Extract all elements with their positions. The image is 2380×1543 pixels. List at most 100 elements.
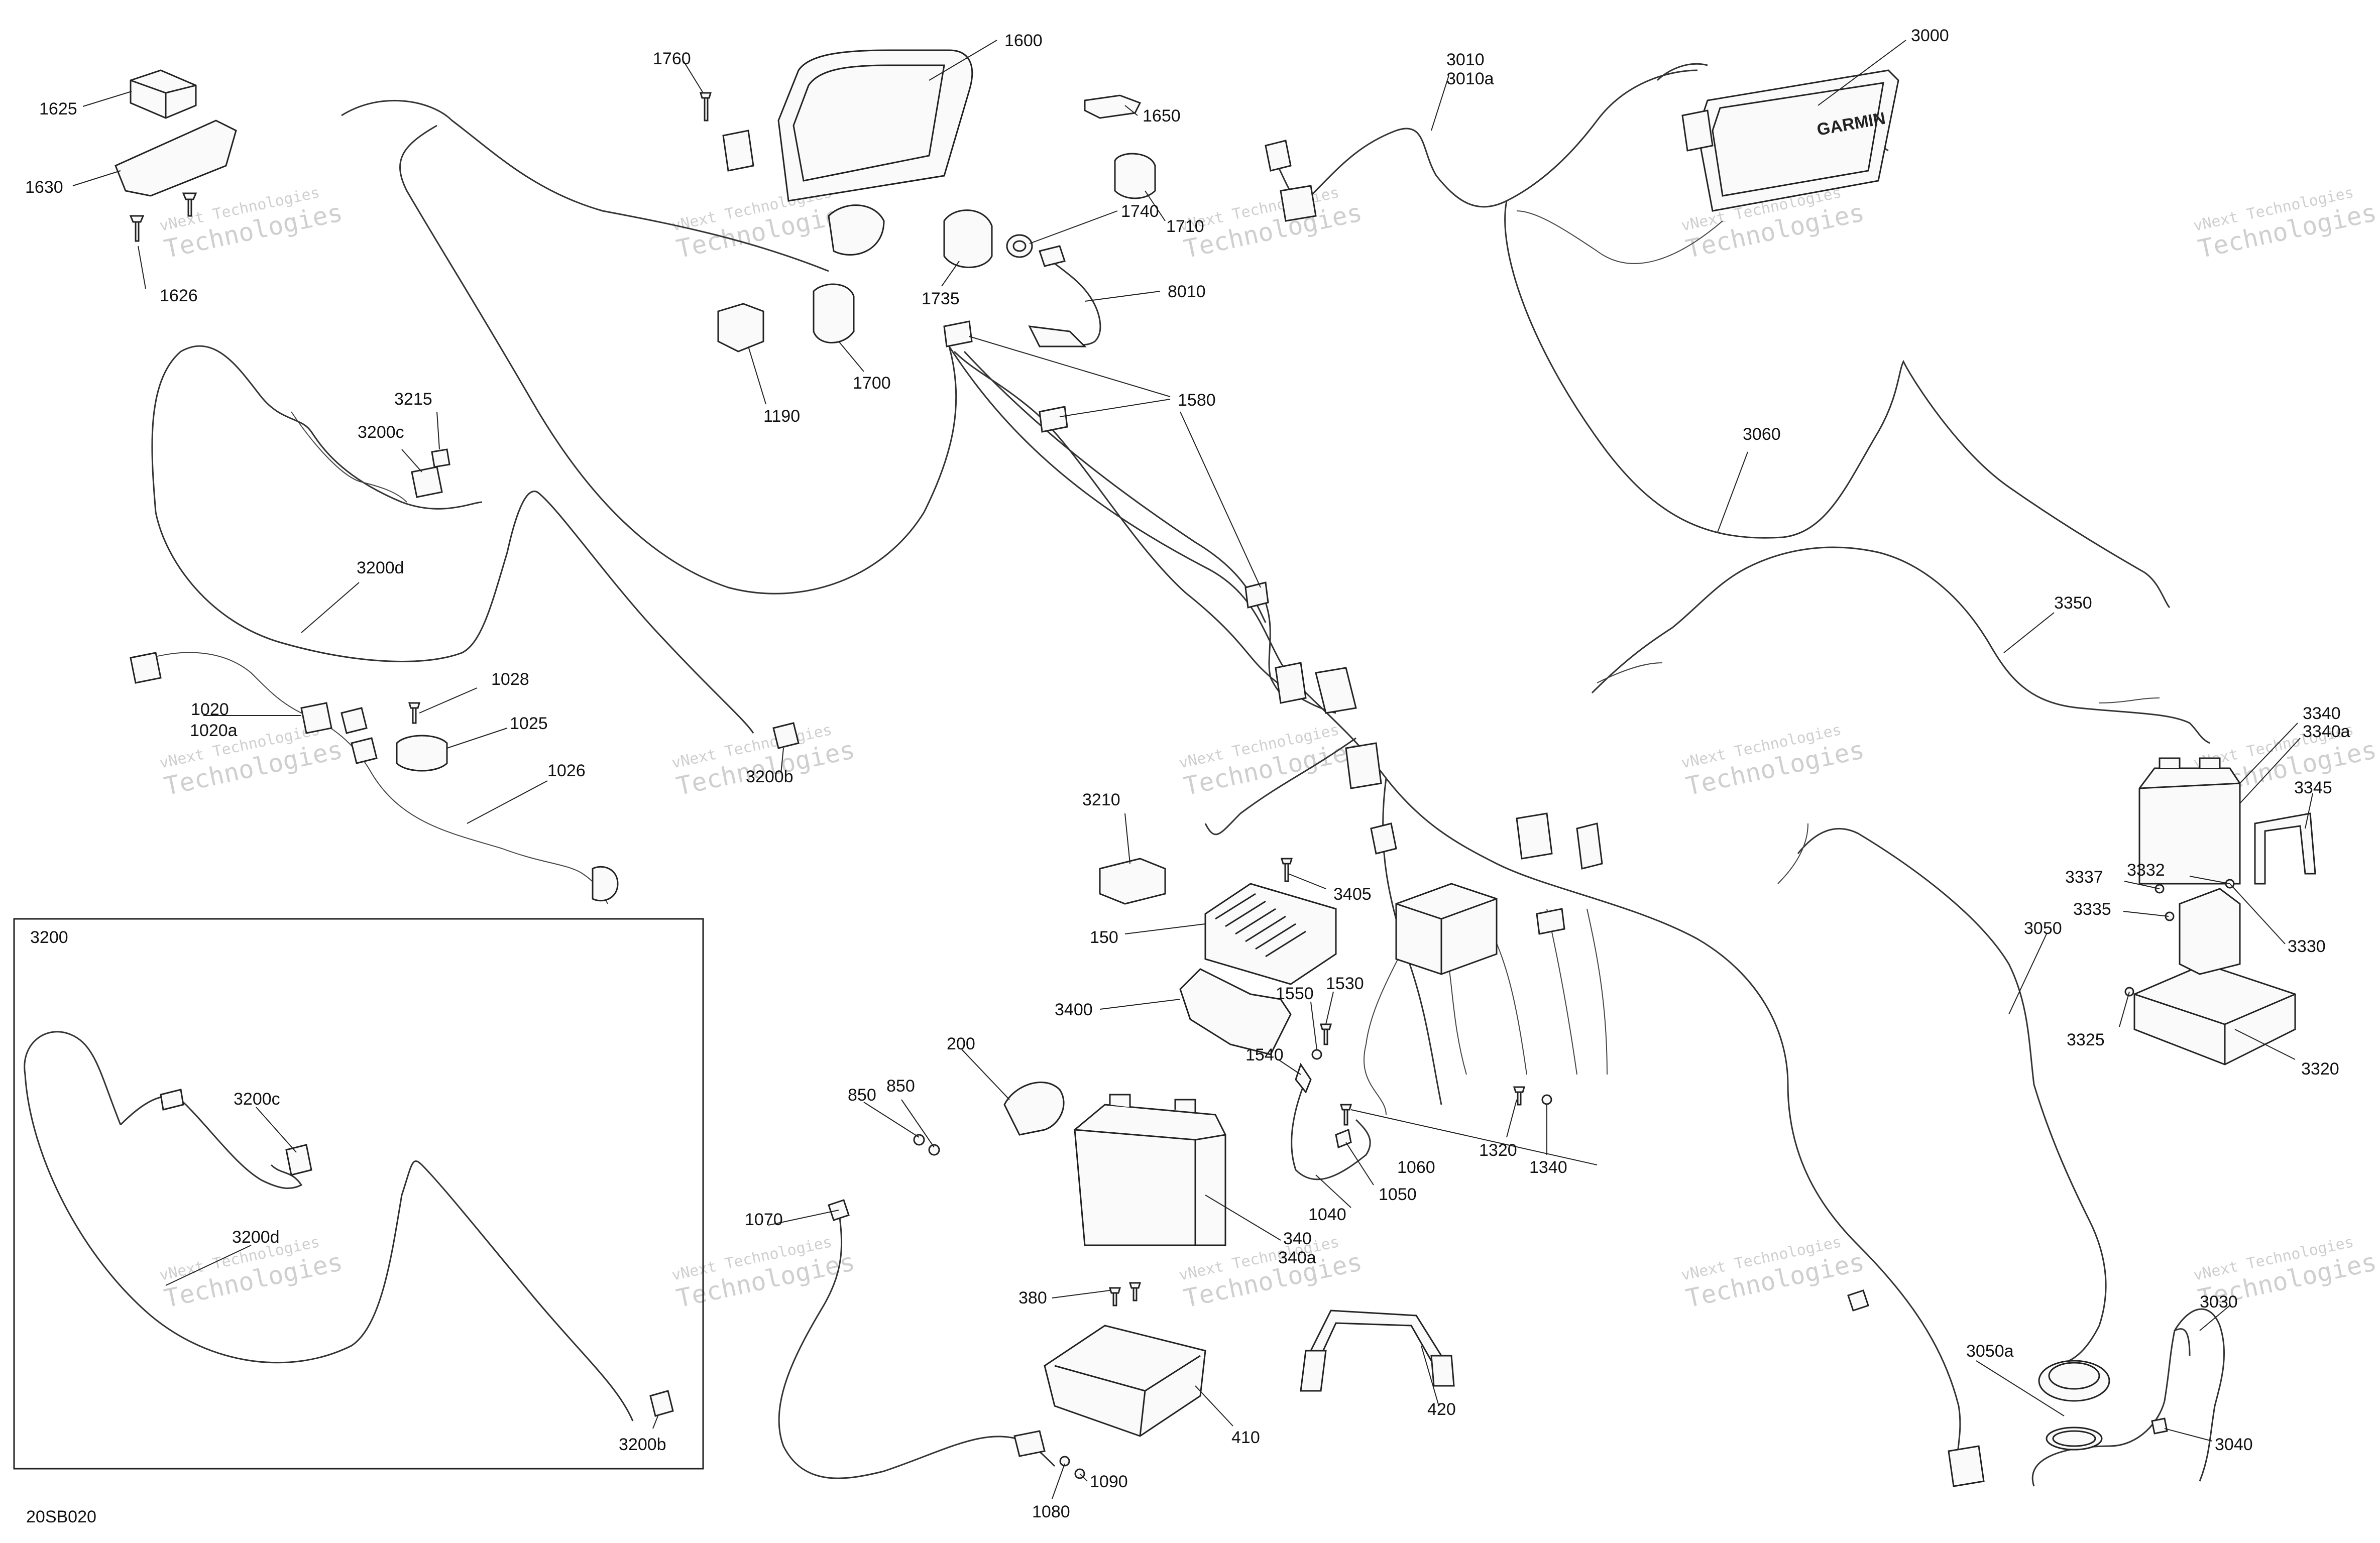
callout-3010a: 3010a (1446, 69, 1494, 88)
part-1626[interactable] (129, 192, 197, 242)
part-3200b[interactable] (772, 722, 800, 749)
part-340[interactable] (1074, 1094, 1226, 1246)
callout-1090: 1090 (1090, 1472, 1128, 1491)
inset-frame (13, 918, 704, 1470)
main-harness (341, 99, 957, 595)
part-connector[interactable] (722, 130, 885, 256)
part-1650[interactable] (1084, 94, 1142, 119)
part-1060[interactable] (1339, 1104, 1352, 1126)
part-1320[interactable] (1513, 1086, 1526, 1106)
part-3210[interactable] (1099, 858, 1166, 905)
part-3345[interactable] (2254, 812, 2316, 885)
part-1740[interactable] (1006, 234, 1033, 258)
callout-340a: 340a (1278, 1248, 1316, 1267)
part-8010[interactable] (1028, 245, 1087, 347)
watermark-layer: vNext Technologies Technologies vNext Te… (158, 184, 2379, 1314)
part-connector[interactable] (1275, 662, 1357, 714)
callout-3337: 3337 (2065, 868, 2103, 887)
part-200[interactable] (1003, 1082, 1065, 1136)
part-1340[interactable] (1541, 1094, 1552, 1105)
part-1630[interactable] (115, 120, 237, 197)
callout-3050a: 3050a (1966, 1342, 2014, 1361)
callout-3200b: 3200b (746, 767, 794, 786)
part-3000-mount[interactable] (1681, 109, 1714, 152)
callout-1530: 1530 (1326, 974, 1364, 993)
callout-3400: 3400 (1055, 1000, 1093, 1019)
callout-1580: 1580 (1178, 391, 1216, 410)
harness-3060 (1504, 200, 2171, 609)
parts-layer: GARMIN (115, 49, 2316, 1487)
part-3000[interactable]: GARMIN (1696, 69, 1899, 212)
part-1025[interactable] (396, 735, 448, 772)
part-fuse-box[interactable] (1395, 883, 1498, 975)
part-150[interactable] (1204, 883, 1337, 985)
part-420[interactable] (1300, 1310, 1455, 1392)
part-1080[interactable] (1059, 1456, 1070, 1467)
callout-1025: 1025 (510, 714, 548, 733)
callout-3200b-inset: 3200b (619, 1435, 666, 1454)
watermark: vNext Technologies Technologies (1679, 721, 1867, 801)
callout-1626: 1626 (160, 286, 198, 305)
callout-1340: 1340 (1529, 1158, 1567, 1177)
part-3010[interactable] (1265, 140, 1317, 222)
part-850[interactable] (913, 1134, 925, 1146)
part-1020[interactable] (130, 652, 368, 734)
part-3330[interactable] (2179, 888, 2241, 975)
part-380[interactable] (1108, 1282, 1142, 1307)
part-1700[interactable] (813, 283, 855, 343)
callout-1630: 1630 (25, 178, 63, 197)
part-3400[interactable] (1179, 968, 1292, 1055)
callout-1040: 1040 (1308, 1205, 1346, 1224)
part-3320[interactable] (2133, 963, 2296, 1065)
part-3405[interactable] (1280, 858, 1293, 882)
part-3200c[interactable] (411, 466, 443, 498)
callout-3060: 3060 (1743, 425, 1781, 444)
callout-1080: 1080 (1032, 1502, 1070, 1521)
part-3200c-inset[interactable] (160, 1089, 312, 1176)
part-1625[interactable] (130, 69, 197, 119)
part-3050a[interactable] (2038, 1360, 2110, 1451)
part-1550[interactable] (1311, 1049, 1322, 1060)
part-3215[interactable] (431, 448, 450, 468)
callout-340: 340 (1283, 1229, 1312, 1248)
harness-3200 (151, 345, 483, 513)
callout-850: 850 (848, 1086, 876, 1105)
callout-3030: 3030 (2200, 1292, 2238, 1312)
callout-3320: 3320 (2301, 1059, 2339, 1079)
callout-3350: 3350 (2054, 594, 2092, 613)
part-1026[interactable] (351, 737, 619, 902)
callout-1740: 1740 (1121, 202, 1159, 221)
callout-3332: 3332 (2127, 861, 2165, 880)
part-3040[interactable] (2151, 1417, 2168, 1435)
harness-1580 (953, 350, 1336, 714)
harness-3050 (1797, 827, 2107, 1362)
callout-850: 850 (886, 1077, 915, 1096)
part-1600[interactable] (777, 49, 973, 202)
part-1580[interactable] (943, 320, 1269, 609)
part-3050[interactable] (1847, 1289, 1985, 1487)
part-1070-end[interactable] (828, 1199, 1046, 1457)
cable-1070 (778, 1210, 1056, 1479)
part-1530[interactable] (1319, 1023, 1332, 1045)
part-3200b-inset[interactable] (649, 1390, 674, 1417)
callout-3000: 3000 (1911, 26, 1949, 45)
inset-harness (24, 1031, 634, 1421)
part-1190[interactable] (717, 303, 764, 352)
part-850[interactable] (928, 1144, 940, 1156)
watermark: vNext Technologies Technologies (2192, 184, 2379, 264)
watermark: vNext Technologies Technologies (670, 721, 857, 801)
part-1735[interactable] (943, 209, 993, 268)
part-1028[interactable] (408, 702, 421, 724)
callout-1735: 1735 (922, 289, 960, 308)
callout-3340a: 3340a (2303, 722, 2350, 741)
part-1710[interactable] (1114, 153, 1156, 199)
callout-1710: 1710 (1166, 217, 1204, 236)
part-connector[interactable] (1345, 742, 1603, 935)
part-1050[interactable] (1335, 1128, 1352, 1149)
part-1540[interactable] (1295, 1062, 1312, 1094)
part-410[interactable] (1044, 1325, 1206, 1437)
part-1760[interactable] (699, 92, 712, 122)
harness-3350 (1597, 662, 2160, 703)
harness-3050 (1777, 823, 1808, 884)
